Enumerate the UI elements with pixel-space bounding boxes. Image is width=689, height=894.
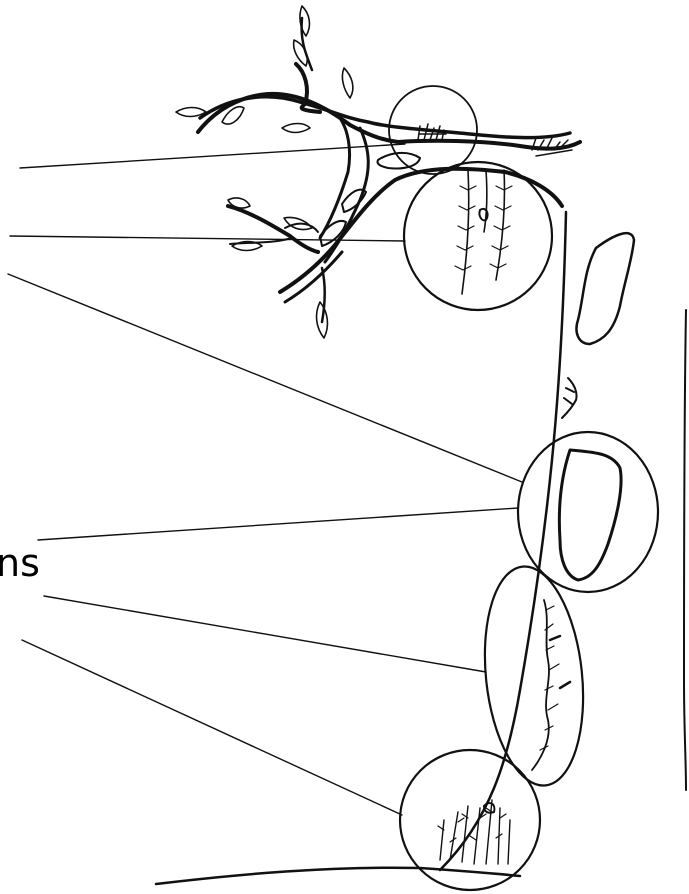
branch-leaves bbox=[176, 6, 353, 338]
leader-line-6 bbox=[22, 640, 402, 815]
ground-plants bbox=[438, 800, 510, 864]
highlight-circle-5 bbox=[400, 750, 540, 890]
leaf bbox=[282, 124, 310, 133]
bark-patches bbox=[559, 233, 634, 580]
leader-lines bbox=[8, 144, 522, 815]
highlight-circle-3 bbox=[518, 432, 658, 592]
highlight-circle-2 bbox=[404, 162, 552, 310]
leader-line-3 bbox=[8, 274, 522, 482]
leader-line-2 bbox=[10, 236, 405, 241]
climbing-vine bbox=[532, 600, 570, 770]
tree-branch bbox=[198, 18, 580, 322]
leader-line-4 bbox=[38, 508, 518, 540]
leader-line-1 bbox=[20, 144, 405, 168]
hanging-mosses bbox=[455, 170, 512, 294]
highlight-circles bbox=[389, 86, 658, 890]
leader-line-5 bbox=[44, 596, 486, 672]
leaf bbox=[342, 68, 352, 98]
